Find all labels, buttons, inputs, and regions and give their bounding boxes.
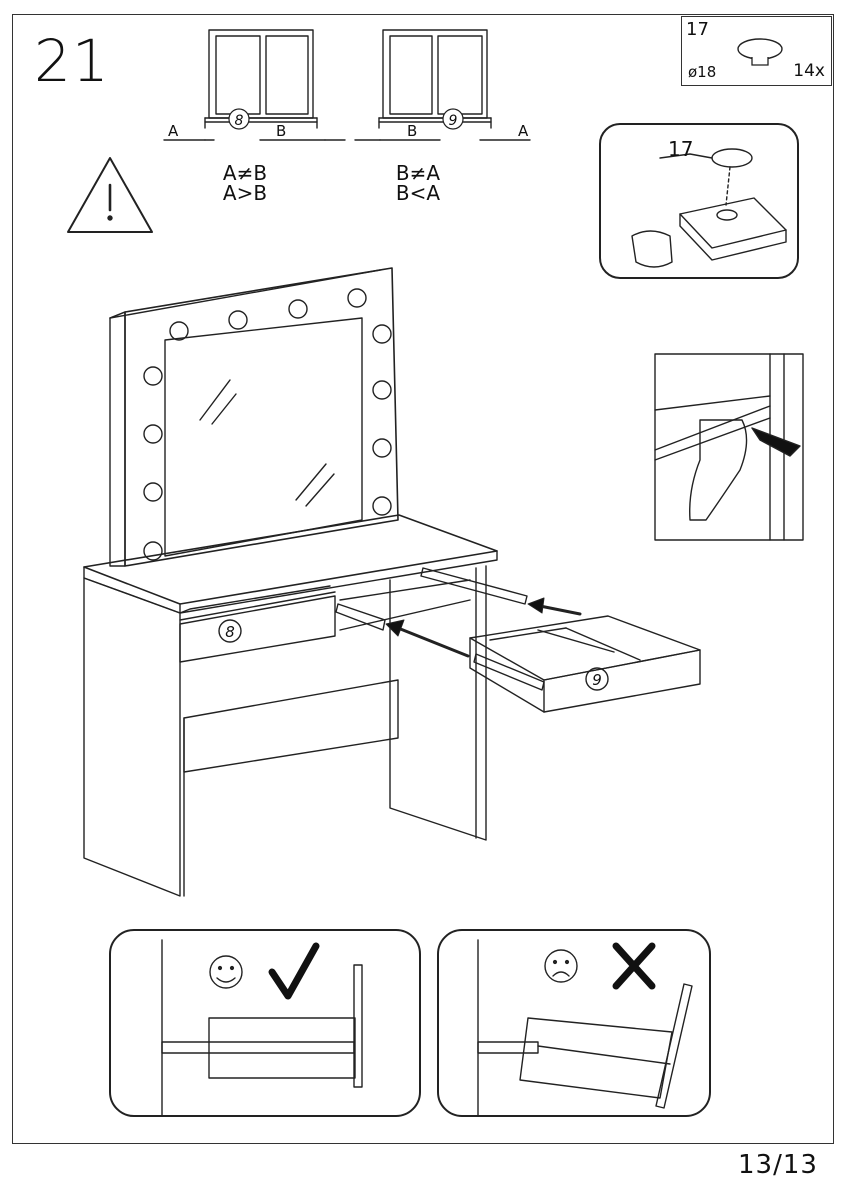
parts-quantity: 14x xyxy=(793,61,825,81)
warning-icon xyxy=(67,157,153,233)
parts-id: 17 xyxy=(686,19,709,40)
left-part-number: 8 xyxy=(235,113,244,129)
detail-cap-bubble xyxy=(599,123,799,279)
left-label-b: B xyxy=(276,122,286,140)
left-ineq-2: A>B xyxy=(222,181,268,205)
drawer-8-label: 8 xyxy=(225,623,235,641)
right-ineq-2: B<A xyxy=(395,181,441,205)
page-frame xyxy=(12,14,834,1144)
right-inequalities: B≠A B<A xyxy=(378,163,458,203)
bubble-incorrect xyxy=(437,929,711,1117)
drawer-slides xyxy=(335,567,528,631)
parts-diameter: ø18 xyxy=(688,63,717,81)
detail-slide-release xyxy=(654,353,804,541)
right-part-number: 9 xyxy=(449,113,458,129)
cap-icon xyxy=(737,38,783,66)
mirror-lights xyxy=(143,288,392,561)
left-label-a: A xyxy=(168,122,179,140)
parts-box: 17 ø18 14x xyxy=(681,16,832,86)
desk xyxy=(83,514,498,897)
bubble-correct xyxy=(109,929,421,1117)
mirror xyxy=(109,267,399,567)
right-ineq-1: B≠A xyxy=(395,161,441,185)
drawer-9-label: 9 xyxy=(592,671,602,689)
right-label-b: B xyxy=(407,122,417,140)
right-label-a: A xyxy=(518,122,529,140)
insert-arrows xyxy=(385,597,582,658)
step-number: 21 xyxy=(34,27,110,95)
diagram-right xyxy=(354,29,531,141)
drawer-9 xyxy=(469,615,701,713)
diagram-left xyxy=(163,29,346,141)
left-ineq-1: A≠B xyxy=(222,161,268,185)
detail-part-label: 17 xyxy=(668,137,693,161)
left-inequalities: A≠B A>B xyxy=(205,163,285,203)
page-number: 13/13 xyxy=(738,1150,818,1180)
drawer-8-installed xyxy=(179,591,336,663)
